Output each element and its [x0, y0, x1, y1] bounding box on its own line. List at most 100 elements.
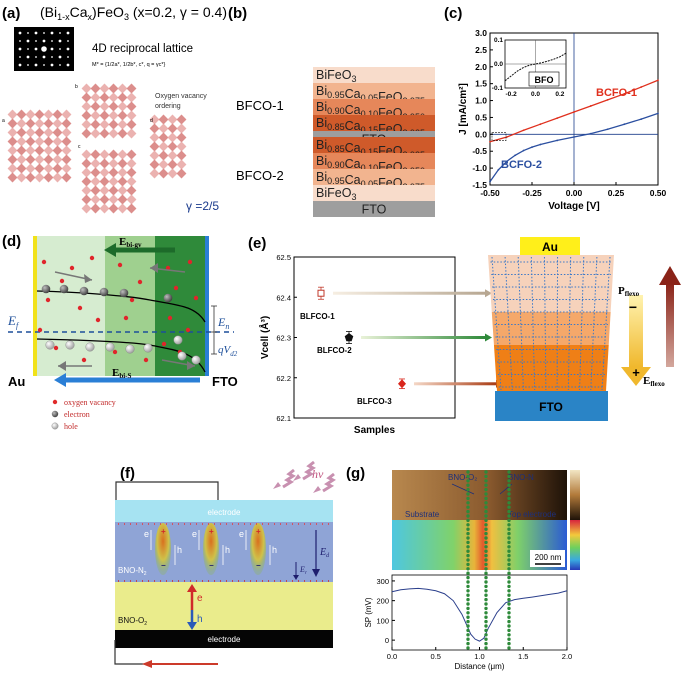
boundary-dot — [484, 584, 488, 589]
octahedron — [81, 92, 92, 103]
octahedron — [99, 110, 110, 121]
inset-zoom-box — [491, 132, 507, 141]
boundary-dot — [466, 584, 470, 589]
boundary-dot — [466, 527, 470, 531]
boundary-dot — [484, 628, 488, 633]
octahedron — [176, 159, 187, 170]
octahedron — [61, 145, 72, 156]
external-circuit-top — [115, 481, 219, 500]
boundary-dot — [466, 646, 470, 650]
boundary-dot — [466, 575, 470, 580]
photon-arrow-head — [313, 486, 321, 493]
layer-rect — [313, 153, 435, 169]
octahedron — [16, 136, 27, 147]
inset-y-tick: -0.1 — [492, 85, 504, 92]
y-tick-label: 1.5 — [475, 79, 487, 89]
boundary-dot — [466, 545, 470, 549]
octahedron — [34, 154, 45, 165]
au-label: Au — [8, 374, 25, 389]
lattice-band — [493, 345, 609, 391]
boundary-dot — [466, 483, 470, 487]
series-point — [573, 136, 575, 138]
octahedron — [99, 101, 110, 112]
blob-minus: − — [256, 561, 261, 570]
carrier-particles — [37, 255, 201, 371]
hole — [177, 351, 187, 361]
octahedron — [126, 92, 137, 103]
legend-electron-marker — [51, 410, 59, 418]
octahedron — [99, 167, 110, 178]
octahedron — [7, 145, 18, 156]
boundary-dot — [466, 637, 470, 641]
boundary-dot — [507, 487, 511, 492]
legend-vacancy: oxygen vacancy — [64, 398, 116, 407]
octahedron — [158, 123, 169, 134]
octahedron — [90, 101, 101, 112]
panel-b-label: (b) — [228, 5, 247, 22]
layer-label: BiFeO3 — [316, 68, 356, 84]
octahedron — [149, 132, 160, 143]
boundary-dot — [507, 637, 511, 641]
y-axis-label: SP (mV) — [364, 597, 373, 627]
octahedron — [34, 109, 45, 120]
octahedron — [34, 118, 45, 129]
x-axis-label: Voltage [V] — [548, 201, 599, 212]
y-tick-label: 0.5 — [475, 112, 487, 122]
boundary-dot — [507, 531, 511, 536]
boundary-dot — [466, 597, 470, 602]
boundary-dot — [507, 527, 511, 531]
boundary-dot — [484, 580, 488, 584]
diffraction-spot — [58, 55, 62, 59]
octahedron — [117, 128, 128, 139]
octahedron — [117, 158, 128, 169]
octahedron — [52, 172, 63, 183]
hole — [191, 355, 201, 365]
diffraction-spot — [66, 63, 70, 67]
octahedron — [108, 128, 119, 139]
bcfo1-series-label: BCFO-1 — [596, 87, 637, 99]
photon-arrow — [302, 460, 316, 481]
octahedron — [43, 136, 54, 147]
point-arrow-shaft — [333, 291, 486, 295]
octahedron — [108, 119, 119, 130]
diffraction-spot — [42, 39, 46, 43]
bno-o2-layer — [115, 582, 333, 630]
boundary-dot — [484, 540, 488, 545]
diffraction-spot — [34, 63, 38, 67]
octahedron — [108, 185, 119, 196]
inset-x-tick: 0.0 — [531, 91, 540, 98]
electron — [41, 284, 51, 294]
octahedron — [126, 149, 137, 160]
x-tick-label: 0.25 — [608, 188, 625, 198]
sub-label-c: c — [78, 144, 81, 150]
electron — [99, 287, 109, 297]
y-tick-label: 1.0 — [475, 96, 487, 106]
oxygen-vacancy — [81, 357, 87, 363]
boundary-dot — [466, 567, 470, 571]
boundary-dot — [507, 628, 511, 633]
boundary-dot — [484, 496, 488, 501]
octahedron — [90, 176, 101, 187]
octahedron — [43, 145, 54, 156]
octahedron — [117, 83, 128, 94]
boundary-dot — [466, 509, 470, 514]
octahedron — [25, 127, 36, 138]
diffraction-spot — [18, 31, 22, 35]
boundary-dot — [484, 562, 488, 567]
octahedron — [158, 114, 169, 125]
boundary-dot — [484, 615, 488, 619]
octahedron — [34, 127, 45, 138]
octahedron — [167, 141, 178, 152]
layer-rect — [313, 99, 435, 115]
series-point — [522, 129, 525, 132]
blob-plus: + — [209, 527, 214, 536]
top-electrode-label-g: Top electrode — [508, 510, 557, 519]
diffraction-spot — [34, 47, 38, 51]
boundary-dot — [507, 509, 511, 514]
lattice-vertical — [567, 256, 572, 391]
diffraction-spot — [27, 48, 29, 50]
boundary-dot — [484, 527, 488, 531]
octahedron — [117, 110, 128, 121]
boundary-dot — [484, 637, 488, 641]
series-point — [505, 160, 508, 163]
